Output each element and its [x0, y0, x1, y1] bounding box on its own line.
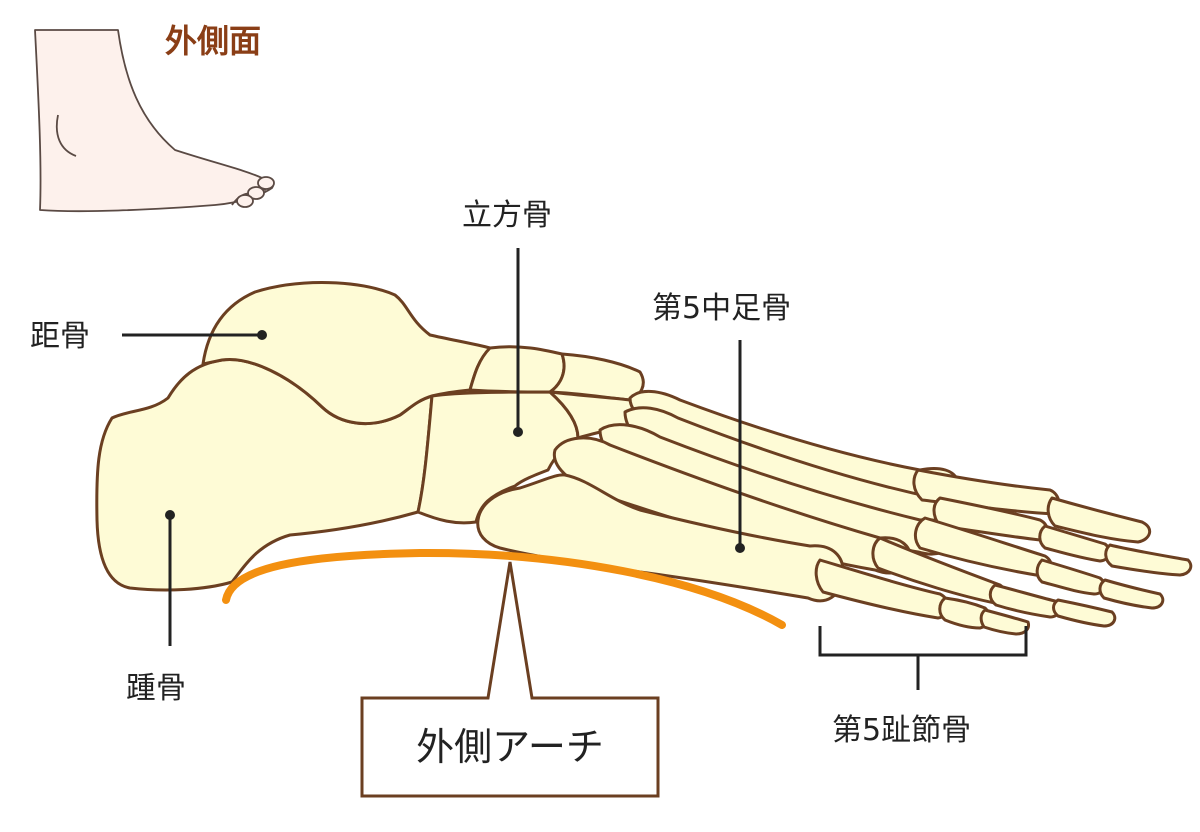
phalanx-bone [1052, 598, 1117, 628]
view-title: 外側面 [165, 22, 261, 60]
phalanx-5-middle-bone [938, 596, 991, 630]
cuboid-label: 立方骨 [462, 198, 552, 233]
foot-thumbnail-illustration [34, 29, 275, 213]
phalanx-5-distal-bone [979, 608, 1030, 636]
phalanges-5-bracket [818, 626, 1028, 690]
metatarsal-5-label: 第5中足骨 [652, 291, 791, 326]
phalanx-bone [1035, 558, 1106, 596]
phalanx-bone [1046, 496, 1152, 544]
foot-skeleton [95, 281, 1193, 636]
phalanges-5-label: 第5趾節骨 [832, 713, 971, 748]
talus-pointer [122, 330, 267, 340]
cuboid-pointer [513, 248, 523, 437]
phalanx-bone [1104, 543, 1193, 577]
lateral-arch-line [222, 548, 786, 629]
phalanx-bone [1098, 578, 1165, 610]
metatarsal-5-pointer [735, 340, 745, 553]
phalanx-bone [988, 583, 1062, 619]
calcaneus-label: 踵骨 [126, 671, 186, 706]
lateral-arch-callout-text: 外側アーチ [416, 725, 604, 769]
talus-label: 距骨 [30, 319, 90, 354]
lateral-arch-callout [360, 561, 660, 798]
calcaneus-pointer [165, 510, 175, 646]
phalanx-5-proximal-bone [814, 558, 951, 620]
phalanx-bone [1038, 524, 1112, 563]
